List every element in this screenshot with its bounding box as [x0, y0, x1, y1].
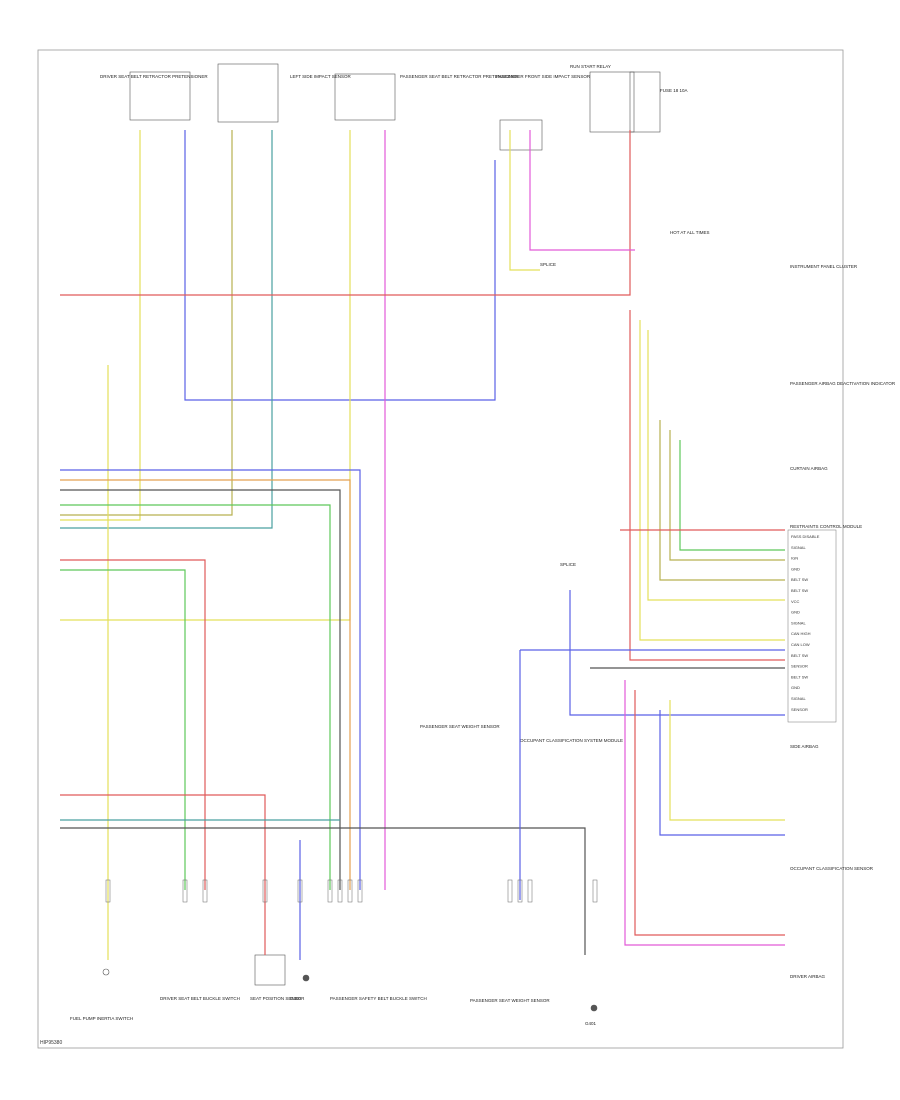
wire-olive	[60, 130, 233, 516]
pass-belt-sensor-label: PASSENGER SEAT BELT RETRACTOR PRETENSION…	[400, 74, 519, 79]
occupant-pass-label: PASSENGER SEAT WEIGHT SENSOR	[420, 724, 500, 729]
hot-run-label: HOT AT ALL TIMES	[670, 230, 710, 235]
wire-red	[60, 794, 266, 955]
wire-gray	[60, 827, 586, 955]
connector-group-4: SIDE AIRBAG	[790, 744, 819, 749]
wire-green	[60, 504, 331, 890]
wire-yellow	[647, 330, 785, 601]
splice-a-label: SPLICE	[540, 262, 556, 267]
connector-terminal	[347, 879, 353, 903]
wire-red	[60, 130, 631, 296]
connector-terminal	[527, 879, 533, 903]
bottom-components	[102, 954, 598, 1012]
wire-pink	[624, 680, 785, 946]
wire-orange	[60, 479, 351, 890]
drv-belt-sensor-label: DRIVER SEAT BELT RETRACTOR PRETENSIONER	[100, 74, 208, 79]
connector-group-5: OCCUPANT CLASSIFICATION SENSOR	[790, 866, 874, 871]
wire-yellow	[60, 130, 141, 521]
wire-olive	[659, 420, 785, 581]
rcm-pin-label: SENSOR	[791, 664, 808, 669]
ignition-relay-label: RUN START RELAY	[570, 64, 611, 69]
wire-blue	[569, 590, 785, 716]
wire-yellow	[669, 700, 785, 821]
wire-teal	[60, 130, 273, 529]
rcm-pin-label: VCC	[791, 599, 800, 604]
drv-buckle-label: DRIVER SEAT BELT BUCKLE SWITCH	[160, 996, 240, 1001]
rcm-pin-label: IGN	[791, 556, 798, 561]
rcm-pin-label: SENSOR	[791, 707, 808, 712]
ground-label: G401	[585, 1021, 597, 1026]
seat-pos-label: SEAT POSITION SENSOR	[250, 996, 305, 1001]
connector-terminal	[337, 879, 343, 903]
wire-pink	[529, 130, 635, 251]
connector-terminal	[297, 879, 303, 903]
rcm-pin-label: BELT SW	[791, 577, 808, 582]
occupant-module-bottom-label: PASSENGER SEAT WEIGHT SENSOR	[470, 998, 550, 1003]
rcm-pin-label: CAN HIGH	[791, 631, 811, 636]
rcm-pin-label: BELT SW	[791, 653, 808, 658]
rcm-label: RESTRAINTS CONTROL MODULE	[790, 524, 862, 529]
wire-harness	[60, 130, 785, 960]
wire-green	[679, 440, 785, 551]
pass-belt-bottom-label: PASSENGER SAFETY BELT BUCKLE SWITCH	[330, 996, 427, 1001]
fuse-label: FUSE 18 10A	[660, 88, 688, 93]
rcm-pin-label: SIGNAL	[791, 620, 806, 625]
rcm-pin-label: CAN LOW	[791, 642, 810, 647]
wire-blue	[184, 130, 496, 401]
wire-red	[629, 310, 785, 661]
connector-group-1: INSTRUMENT PANEL CLUSTER	[790, 264, 858, 269]
rcm-pin-label: GND	[791, 610, 800, 615]
connector-terminal	[357, 879, 363, 903]
diagram-frame	[37, 49, 844, 1049]
wire-gray	[60, 489, 341, 890]
connector-terminal	[105, 879, 111, 903]
wire-red	[634, 690, 785, 936]
connector-terminal	[262, 879, 268, 903]
connector-terminal	[517, 879, 523, 903]
rcm-pin-label: GND	[791, 685, 800, 690]
rcm-pin-label: BELT SW	[791, 588, 808, 593]
connector-group-2: PASSENGER AIRBAG DEACTIVATION INDICATOR	[790, 381, 896, 386]
wire-yellow	[639, 320, 785, 641]
connector-terminal	[182, 879, 188, 903]
rcm-pin-label: PASS DISABLE	[791, 534, 820, 539]
rcm-pin-label: SIGNAL	[791, 545, 806, 550]
wire-yellow	[509, 130, 540, 271]
top-components	[129, 63, 661, 151]
connector-terminal	[202, 879, 208, 903]
wire-red	[60, 559, 206, 890]
splice-b-label: SPLICE	[560, 562, 576, 567]
diagram-code: HIP95380	[40, 1040, 63, 1046]
wire-yellow	[60, 130, 351, 621]
wire-blue	[60, 469, 361, 890]
wire-green	[60, 569, 186, 890]
rcm-pin-label: GND	[791, 566, 800, 571]
connector-terminal	[507, 879, 513, 903]
rcm-pin-label: SIGNAL	[791, 696, 806, 701]
rcm-pin-label: BELT SW	[791, 674, 808, 679]
occupant-ctrl-label: OCCUPANT CLASSIFICATION SYSTEM MODULE	[520, 738, 623, 743]
rcm-pin-list: PASS DISABLE SIGNAL IGN GND BELT SW BELT SW VC…	[791, 534, 820, 712]
wire-blue	[659, 710, 785, 836]
connector-terminal	[592, 879, 598, 903]
pass-side-sensor-label: PASSENGER FRONT SIDE IMPACT SENSOR	[496, 74, 591, 79]
rcm-connector	[787, 529, 837, 723]
connector-group-6: DRIVER AIRBAG	[790, 974, 826, 979]
connector-group-3: CURTAIN AIRBAG	[790, 466, 828, 471]
fuel-switch-label: FUEL PUMP INERTIA SWITCH	[70, 1016, 133, 1021]
connector-terminal	[327, 879, 333, 903]
lh-upper-label: LEFT SIDE IMPACT SENSOR	[290, 74, 352, 79]
wire-olive	[669, 430, 785, 561]
seat-ground-label: G300	[290, 996, 302, 1001]
